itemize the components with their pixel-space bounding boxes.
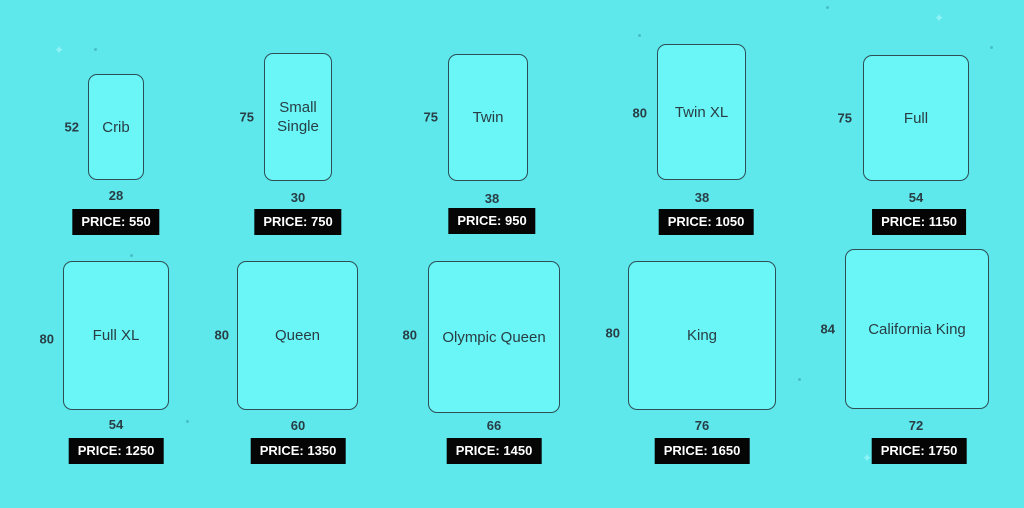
mattress-name: Twin XL — [674, 103, 729, 121]
price-value: 1050 — [715, 214, 745, 229]
sparkle-icon: ✦ — [934, 11, 945, 25]
length-label: 80 — [402, 327, 417, 343]
decorative-dot — [638, 34, 641, 37]
mattress-name: Queen — [274, 327, 321, 344]
price-tag: PRICE: 1450 — [446, 438, 542, 464]
width-label: 38 — [484, 191, 500, 206]
price-value: 1250 — [125, 443, 155, 458]
price-prefix: PRICE: — [667, 214, 716, 229]
length-label: 84 — [820, 321, 835, 337]
width-label: 54 — [908, 190, 924, 205]
price-prefix: PRICE: — [457, 213, 505, 228]
price-value: 1650 — [711, 443, 741, 458]
mattress-name: California King — [868, 320, 966, 338]
mattress-name: Full XL — [92, 327, 140, 344]
length-label: 80 — [605, 325, 620, 341]
width-label: 66 — [486, 418, 502, 433]
mattress-shape: Queen — [237, 261, 358, 410]
mattress-name: Small Single — [277, 99, 319, 135]
length-label: 80 — [632, 105, 647, 121]
length-label: 80 — [214, 327, 229, 343]
price-tag: PRICE: 1150 — [872, 209, 966, 235]
width-label: 60 — [290, 418, 306, 433]
price-value: 1450 — [503, 443, 533, 458]
price-prefix: PRICE: — [881, 214, 929, 229]
price-tag: PRICE: 950 — [448, 208, 536, 234]
length-label: 52 — [64, 119, 79, 135]
price-tag: PRICE: 1350 — [250, 438, 346, 464]
price-value: 950 — [504, 213, 527, 228]
decorative-dot — [990, 46, 993, 49]
decorative-dot — [94, 48, 97, 51]
price-value: 1150 — [928, 214, 957, 229]
price-value: 550 — [128, 214, 151, 229]
price-tag: PRICE: 550 — [72, 209, 160, 235]
length-label: 75 — [239, 109, 254, 125]
decorative-dot — [186, 420, 189, 423]
price-prefix: PRICE: — [663, 443, 712, 458]
length-label: 75 — [837, 110, 852, 126]
decorative-dot — [130, 254, 133, 257]
mattress-shape: Twin — [448, 54, 528, 181]
price-tag: PRICE: 750 — [254, 209, 342, 235]
price-prefix: PRICE: — [81, 214, 129, 229]
price-tag: PRICE: 1050 — [658, 209, 754, 235]
mattress-name: Full — [903, 109, 929, 127]
mattress-shape: Olympic Queen — [428, 261, 560, 413]
decorative-dot — [798, 378, 801, 381]
price-value: 1350 — [307, 443, 337, 458]
price-prefix: PRICE: — [259, 443, 308, 458]
price-prefix: PRICE: — [880, 443, 929, 458]
price-tag: PRICE: 1650 — [654, 438, 750, 464]
price-tag: PRICE: 1750 — [871, 438, 967, 464]
mattress-shape: Full XL — [63, 261, 169, 410]
length-label: 80 — [39, 331, 54, 347]
mattress-name: Twin — [472, 109, 504, 126]
width-label: 76 — [694, 418, 710, 433]
price-value: 750 — [310, 214, 333, 229]
length-label: 75 — [423, 109, 438, 125]
mattress-name: Crib — [102, 118, 130, 136]
mattress-shape: Small Single — [264, 53, 332, 181]
decorative-dot — [826, 6, 829, 9]
mattress-shape: Twin XL — [657, 44, 746, 180]
mattress-name: King — [686, 327, 718, 344]
price-prefix: PRICE: — [455, 443, 504, 458]
width-label: 28 — [108, 188, 124, 203]
price-prefix: PRICE: — [263, 214, 311, 229]
width-label: 72 — [908, 418, 924, 433]
mattress-shape: King — [628, 261, 776, 410]
mattress-shape: Full — [863, 55, 969, 181]
price-prefix: PRICE: — [77, 443, 126, 458]
sparkle-icon: ✦ — [862, 451, 873, 465]
width-label: 54 — [108, 417, 124, 432]
price-value: 1750 — [928, 443, 958, 458]
width-label: 38 — [694, 190, 710, 205]
width-label: 30 — [290, 190, 306, 205]
mattress-name: Olympic Queen — [442, 328, 546, 346]
mattress-shape: Crib — [88, 74, 144, 180]
sparkle-icon: ✦ — [54, 43, 65, 57]
price-tag: PRICE: 1250 — [68, 438, 164, 464]
mattress-shape: California King — [845, 249, 989, 409]
